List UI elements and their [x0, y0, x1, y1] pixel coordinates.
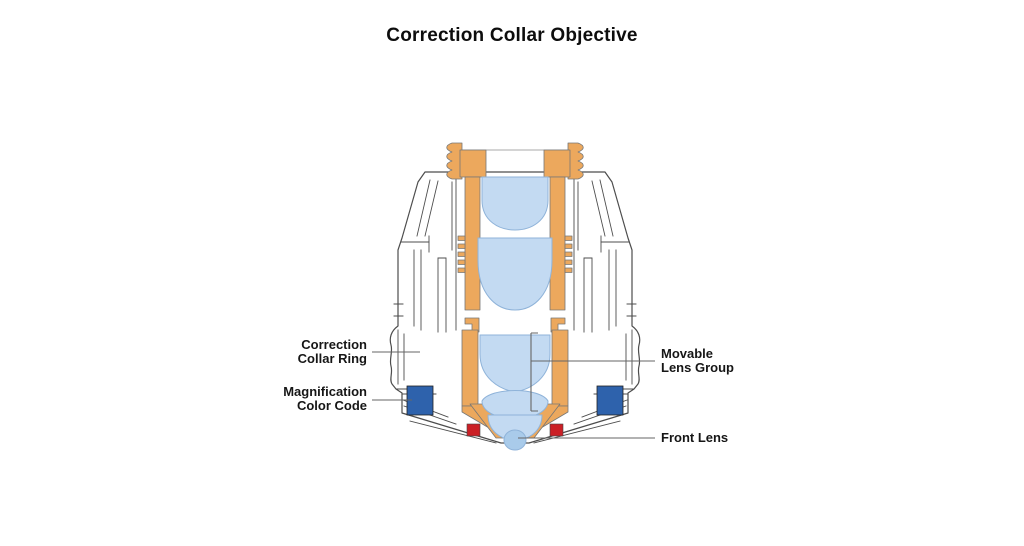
tube-thread-tooth: [457, 243, 466, 249]
label-movable-lens-group: Movable Lens Group: [661, 347, 734, 375]
tube-thread-tooth: [457, 259, 466, 265]
tip-seal: [466, 423, 481, 437]
leader-lines: [372, 332, 655, 439]
leader-movable-lens-group: [530, 332, 655, 412]
label-line: Front Lens: [661, 430, 729, 445]
label-line: Magnification: [283, 384, 367, 399]
movable-group-cup-wall: [461, 329, 479, 407]
label-line: Lens Group: [661, 360, 734, 375]
front-ball-lens: [503, 429, 527, 451]
label-line: Correction: [301, 337, 367, 352]
tube-thread-tooth: [457, 251, 466, 257]
label-line: Color Code: [296, 398, 367, 413]
label-line: Movable: [661, 346, 714, 361]
label-front-lens: Front Lens: [661, 431, 728, 445]
label-magnification-color-code: Magnification Color Code: [283, 385, 367, 413]
barrel-section-details-left: [393, 177, 497, 444]
mounting-thread: [446, 142, 463, 180]
label-correction-collar-ring: Correction Collar Ring: [298, 338, 367, 366]
mount-flange: [459, 149, 487, 178]
tube-thread-tooth: [457, 267, 466, 273]
lens-elements: [477, 176, 553, 451]
lens-element-1: [481, 176, 549, 231]
page-title: Correction Collar Objective: [386, 25, 638, 46]
tube-thread-tooth: [457, 235, 466, 241]
lens-element-2: [477, 237, 553, 311]
label-line: Collar Ring: [297, 351, 367, 366]
